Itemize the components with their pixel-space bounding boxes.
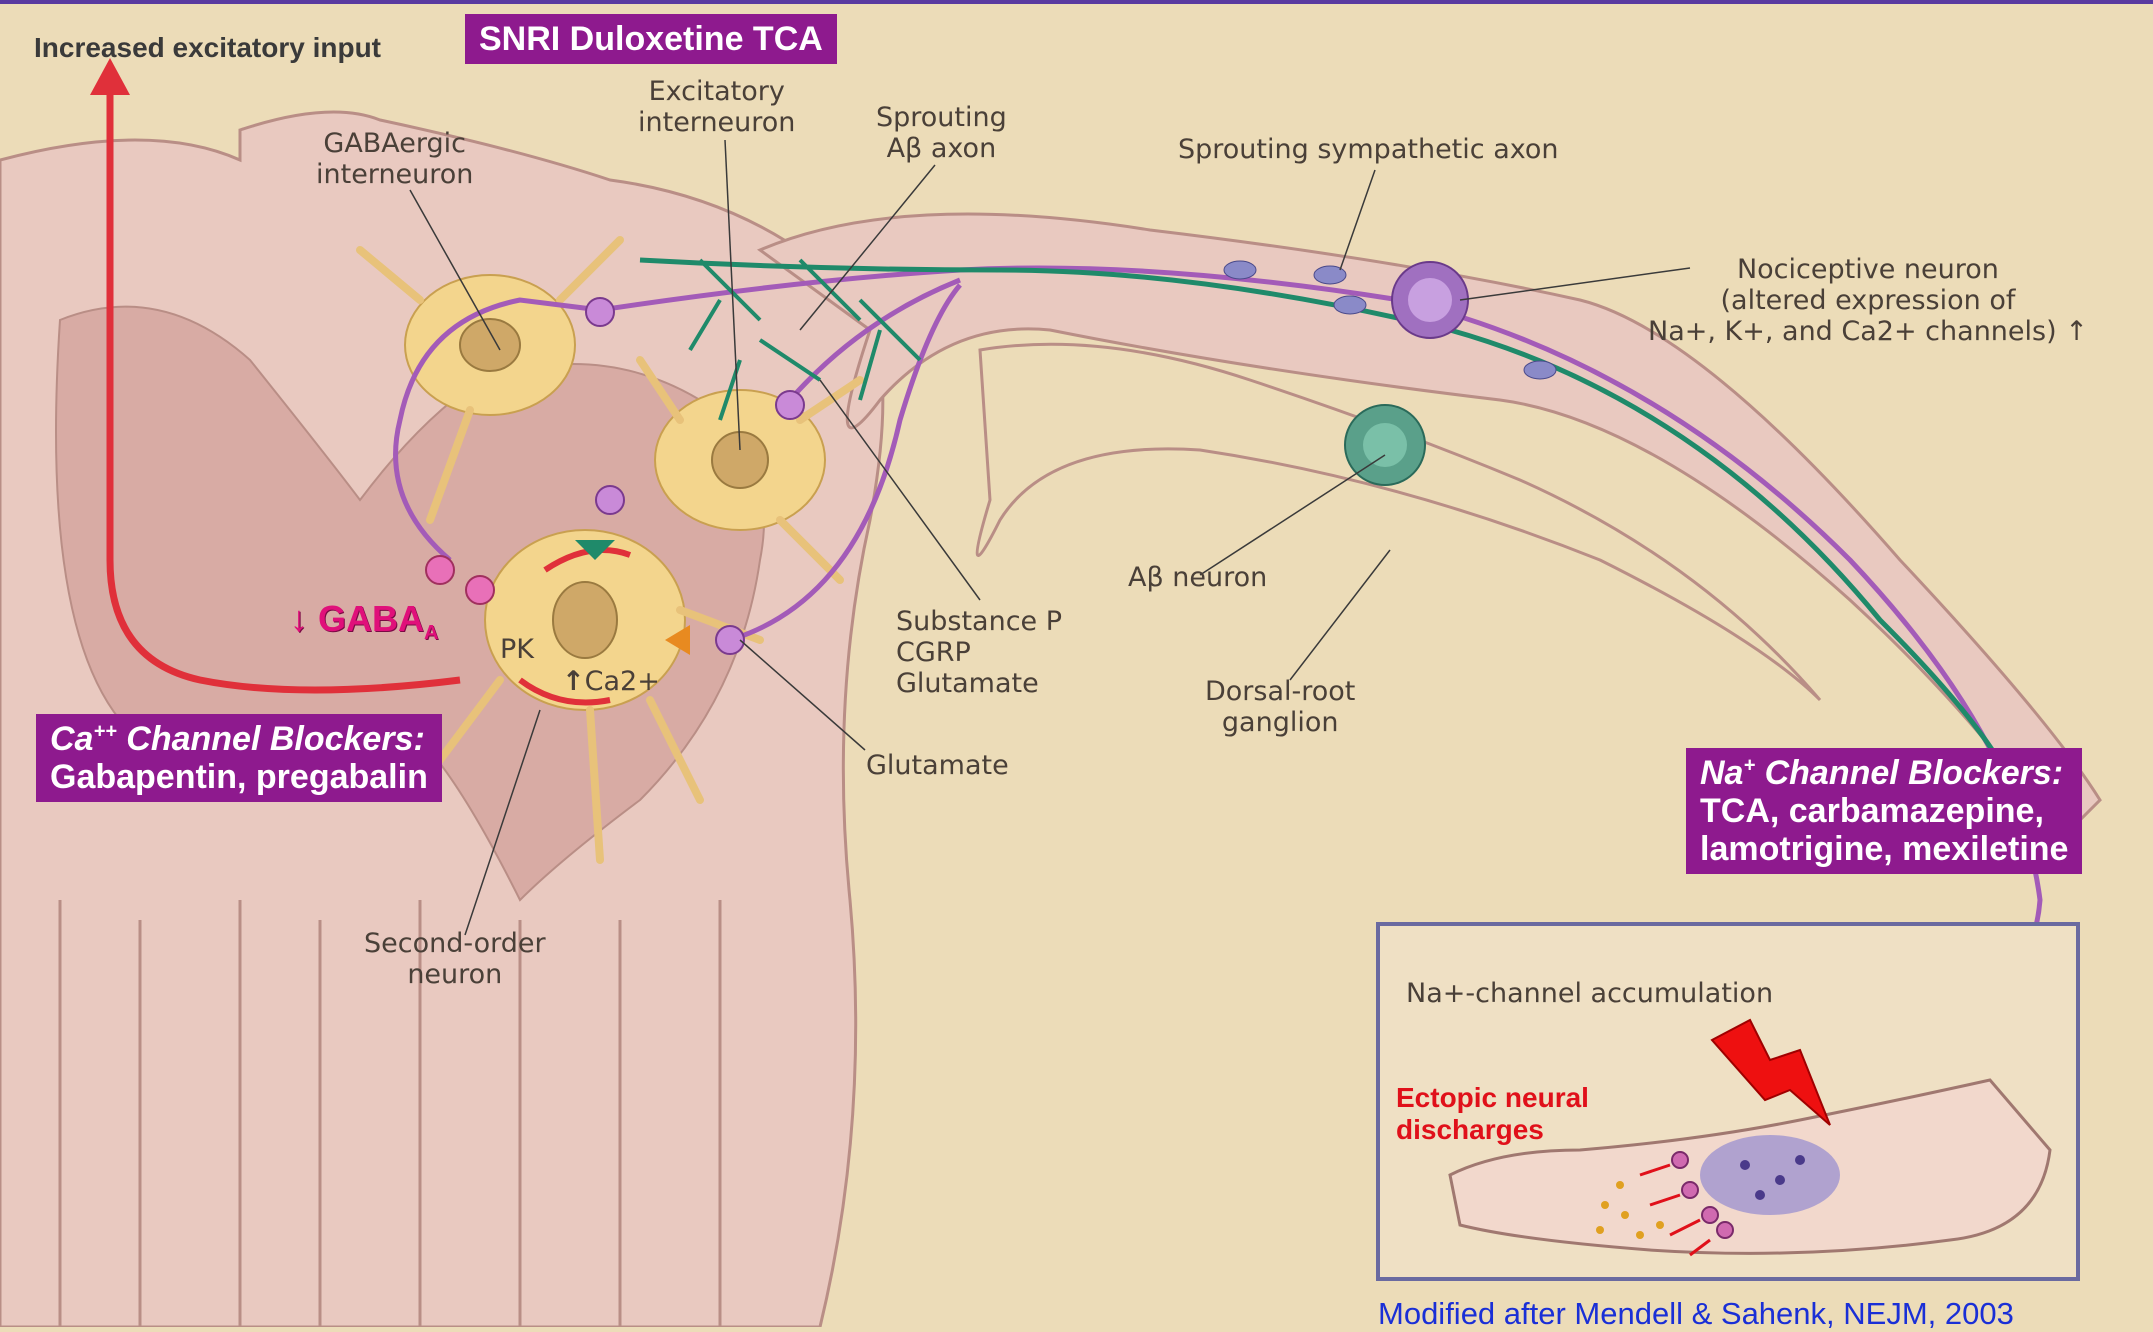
increased-input-label: Increased excitatory input — [34, 32, 381, 63]
nociceptive-line-1: Nociceptive neuron — [1737, 254, 1999, 285]
second-order-line-1: Second-order — [364, 928, 546, 959]
ca-blockers-heading: Ca++ Channel Blockers: — [50, 720, 428, 758]
na-heading-charge: + — [1743, 755, 1755, 777]
gabaergic-line-1: GABAergic — [323, 128, 466, 159]
na-blockers-drugs-1: TCA, carbamazepine, — [1700, 792, 2068, 830]
excitatory-line-1: Excitatory — [649, 76, 785, 107]
sprouting-ab-line-1: Sprouting — [876, 102, 1007, 133]
nociceptive-neuron-body — [1392, 262, 1468, 338]
nociceptive-line-3: Na+, K+, and Ca2+ channels) — [1648, 316, 2057, 347]
ascending-arrowhead — [90, 58, 130, 95]
na-accumulation-label: Na+-channel accumulation — [1406, 978, 1773, 1009]
na-blockers-drugs-2: lamotrigine, mexiletine — [1700, 830, 2068, 868]
ca-heading-rest: Channel Blockers: — [117, 720, 425, 758]
ca2-up-arrow-icon: ↑ — [562, 666, 585, 697]
gabaergic-label: GABAergic interneuron — [316, 128, 473, 190]
ca2-text: Ca2+ — [585, 666, 660, 697]
ca-channel-blockers-box: Ca++ Channel Blockers: Gabapentin, prega… — [36, 714, 442, 802]
na-blockers-heading: Na+ Channel Blockers: — [1700, 754, 2068, 792]
ca-heading-charge: ++ — [93, 721, 116, 743]
ca2-label: ↑Ca2+ — [562, 666, 660, 697]
ca-heading-ion: Ca — [50, 720, 93, 758]
na-heading-rest: Channel Blockers: — [1755, 754, 2063, 792]
substance-p-line-2: CGRP — [896, 637, 971, 668]
excitatory-label: Excitatory interneuron — [638, 76, 795, 138]
excitatory-line-2: interneuron — [638, 107, 795, 138]
sprouting-ab-label: Sprouting Aβ axon — [876, 102, 1007, 164]
glutamate-label: Glutamate — [866, 750, 1009, 781]
top-border — [0, 0, 2153, 4]
ectopic-line-2: discharges — [1396, 1114, 1544, 1145]
up-arrow-icon: ↑ — [2065, 316, 2088, 347]
sprouting-sympathetic-label: Sprouting sympathetic axon — [1178, 134, 1559, 165]
gaba-subscript: A — [424, 622, 438, 644]
pk-label: PK — [500, 634, 534, 665]
dorsal-root-line-2: ganglion — [1222, 707, 1339, 738]
ectopic-discharges-label: Ectopic neural discharges — [1396, 1082, 1589, 1146]
dorsal-root-label: Dorsal-root ganglion — [1205, 676, 1355, 738]
second-order-label: Second-order neuron — [364, 928, 546, 990]
gaba-down-arrow-icon: ↓ — [290, 598, 308, 639]
second-order-line-2: neuron — [407, 959, 502, 990]
ab-neuron-label: Aβ neuron — [1128, 562, 1267, 593]
substance-p-line-1: Substance P — [896, 606, 1062, 637]
substance-p-label: Substance P CGRP Glutamate — [896, 606, 1062, 699]
gaba-a-label: ↓ GABAA — [290, 598, 438, 645]
ectopic-line-1: Ectopic neural — [1396, 1082, 1589, 1113]
sprouting-ab-line-2: Aβ axon — [887, 133, 997, 164]
dorsal-root-line-1: Dorsal-root — [1205, 676, 1355, 707]
na-channel-blockers-box: Na+ Channel Blockers: TCA, carbamazepine… — [1686, 748, 2082, 874]
nociceptive-label: Nociceptive neuron (altered expression o… — [1648, 254, 2088, 347]
na-heading-ion: Na — [1700, 754, 1743, 792]
gabaergic-line-2: interneuron — [316, 159, 473, 190]
gabaergic-neuron — [405, 275, 575, 415]
substance-p-line-3: Glutamate — [896, 668, 1039, 699]
snri-drug-box: SNRI Duloxetine TCA — [465, 14, 837, 64]
gaba-text: GABA — [318, 598, 424, 639]
ca-blockers-drugs: Gabapentin, pregabalin — [50, 758, 428, 796]
nociceptive-line-2: (altered expression of — [1720, 285, 2015, 316]
nerve-swelling — [1700, 1135, 1840, 1215]
